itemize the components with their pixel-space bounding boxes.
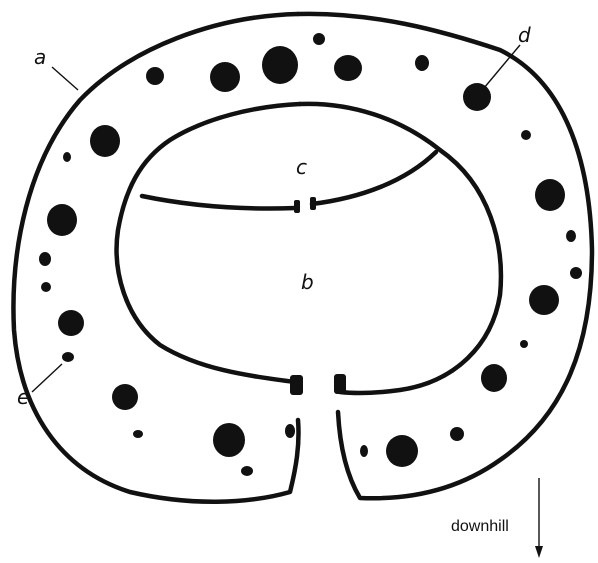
post-hole [415,55,429,71]
post-hole [529,285,559,315]
post-hole [241,466,253,476]
post-hole [112,384,138,410]
post-hole [313,33,325,45]
post-hole [133,430,143,438]
post-hole [450,427,464,441]
post-hole [213,423,245,457]
post-hole [285,424,295,438]
downhill-arrow-head-icon [535,546,543,558]
label-e: e [17,385,29,409]
entrance-post-right [334,374,346,394]
post-hole [570,267,582,279]
post-hole [481,364,507,392]
post-hole [360,445,368,457]
post-hole [58,310,84,336]
post-hole [62,352,74,362]
entrance-post-left [290,375,303,395]
post-hole [463,83,491,111]
partition-right [312,152,436,204]
post-hole [521,130,531,140]
downhill-label: downhill [451,518,509,535]
partition-left [142,196,296,209]
post-hole [146,67,164,85]
leader-line-e [32,364,62,392]
post-hole [566,230,576,242]
label-b: b [301,270,314,294]
post-hole [334,55,362,81]
post-hole [39,252,51,266]
post-hole [63,152,71,162]
label-a: a [34,45,46,69]
partition-post-left [294,200,300,213]
post-hole [520,340,528,348]
partition-post-right [310,197,316,210]
post-hole [90,125,120,157]
post-hole [210,62,240,92]
post-hole [262,46,298,84]
post-hole [41,282,51,292]
label-c: c [296,155,307,179]
post-hole [47,204,77,236]
inner-wall-left [117,104,300,382]
label-d: d [518,23,531,47]
inner-wall-right [300,104,501,393]
post-hole [535,179,565,211]
outer-wall-left [13,14,298,502]
outer-wall [298,14,592,498]
leader-line-a [52,67,78,90]
post-hole [386,435,418,467]
